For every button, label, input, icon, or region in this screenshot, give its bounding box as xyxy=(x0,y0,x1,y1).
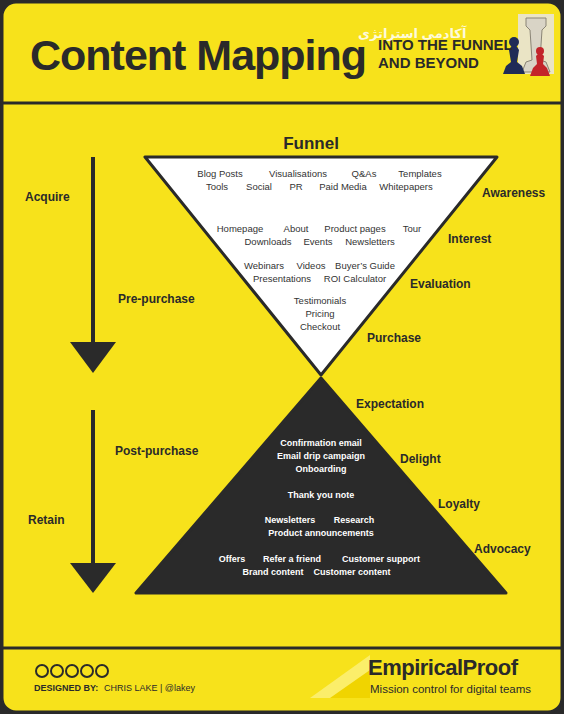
phase-label: Acquire xyxy=(25,190,70,204)
stage-arrows xyxy=(70,157,116,593)
logo-steps xyxy=(310,655,370,698)
content-item: Downloads xyxy=(245,236,292,247)
title: Content Mapping xyxy=(30,30,366,82)
content-item: ROI Calculator xyxy=(324,273,386,284)
brand-tagline: Mission control for digital teams xyxy=(370,683,531,697)
funnel-shape: FunnelBlog Posts Visualisations Q&As Templa… xyxy=(140,128,502,378)
content-item: Q&As xyxy=(352,168,377,179)
content-item: Offers xyxy=(219,554,246,565)
content-item: Videos xyxy=(297,260,326,271)
stage-label: Expectation xyxy=(356,397,424,411)
content-item: Blog Posts xyxy=(197,168,242,179)
stage-label: Awareness xyxy=(482,186,545,200)
content-item: Thank you note xyxy=(288,490,355,501)
content-item: About xyxy=(284,223,309,234)
content-item: Customer content xyxy=(313,567,390,578)
content-item: Tour xyxy=(403,223,421,234)
content-item: Webinars xyxy=(244,260,284,271)
funnel-heading: Funnel xyxy=(283,134,339,154)
stage-label: Advocacy xyxy=(474,542,531,556)
content-item: Research xyxy=(334,515,375,526)
content-item: Newsletters xyxy=(345,236,395,247)
stage-label: Purchase xyxy=(367,331,421,345)
content-item: Paid Media xyxy=(319,181,367,192)
content-item: Templates xyxy=(398,168,441,179)
content-item: Confirmation email xyxy=(280,438,362,449)
subtitle: AND BEYOND xyxy=(378,54,479,72)
content-item: Refer a friend xyxy=(263,554,321,565)
content-item: Testimonials xyxy=(294,295,346,306)
shape-outline xyxy=(140,128,502,378)
phase-label: Post-purchase xyxy=(115,444,198,458)
content-item: Product pages xyxy=(324,223,385,234)
content-item: Email drip campaign xyxy=(277,451,365,462)
content-item: Checkout xyxy=(300,321,340,332)
content-item: Events xyxy=(303,236,332,247)
pyramid-shape: Confirmation emailEmail drip campaignOnb… xyxy=(130,376,512,596)
content-item: Buyer’s Guide xyxy=(335,260,395,271)
content-item: Homepage xyxy=(217,223,263,234)
content-item: Product announcements xyxy=(268,528,374,539)
brand-name: EmpiricalProof xyxy=(368,655,517,681)
content-item: PR xyxy=(289,181,302,192)
content-item: Social xyxy=(246,181,272,192)
stage-label: Delight xyxy=(400,452,441,466)
stage-label: Interest xyxy=(448,232,491,246)
phase-label: Pre-purchase xyxy=(118,292,195,306)
stage-label: Evaluation xyxy=(410,277,471,291)
content-item: Whitepapers xyxy=(379,181,432,192)
content-item: Newsletters xyxy=(265,515,316,526)
stage-label: Loyalty xyxy=(438,497,480,511)
phase-label: Retain xyxy=(28,513,65,527)
watermark: آکادمی استراتژی xyxy=(358,26,466,42)
content-item: Tools xyxy=(206,181,228,192)
license-icons xyxy=(36,665,108,677)
content-item: Customer support xyxy=(342,554,420,565)
credit-label: DESIGNED BY: xyxy=(34,683,98,694)
credit-name: CHRIS LAKE | @lakey xyxy=(104,683,195,694)
content-item: Onboarding xyxy=(296,464,347,475)
content-item: Visualisations xyxy=(269,168,327,179)
content-item: Presentations xyxy=(253,273,311,284)
content-item: Pricing xyxy=(305,308,334,319)
content-item: Brand content xyxy=(242,567,303,578)
